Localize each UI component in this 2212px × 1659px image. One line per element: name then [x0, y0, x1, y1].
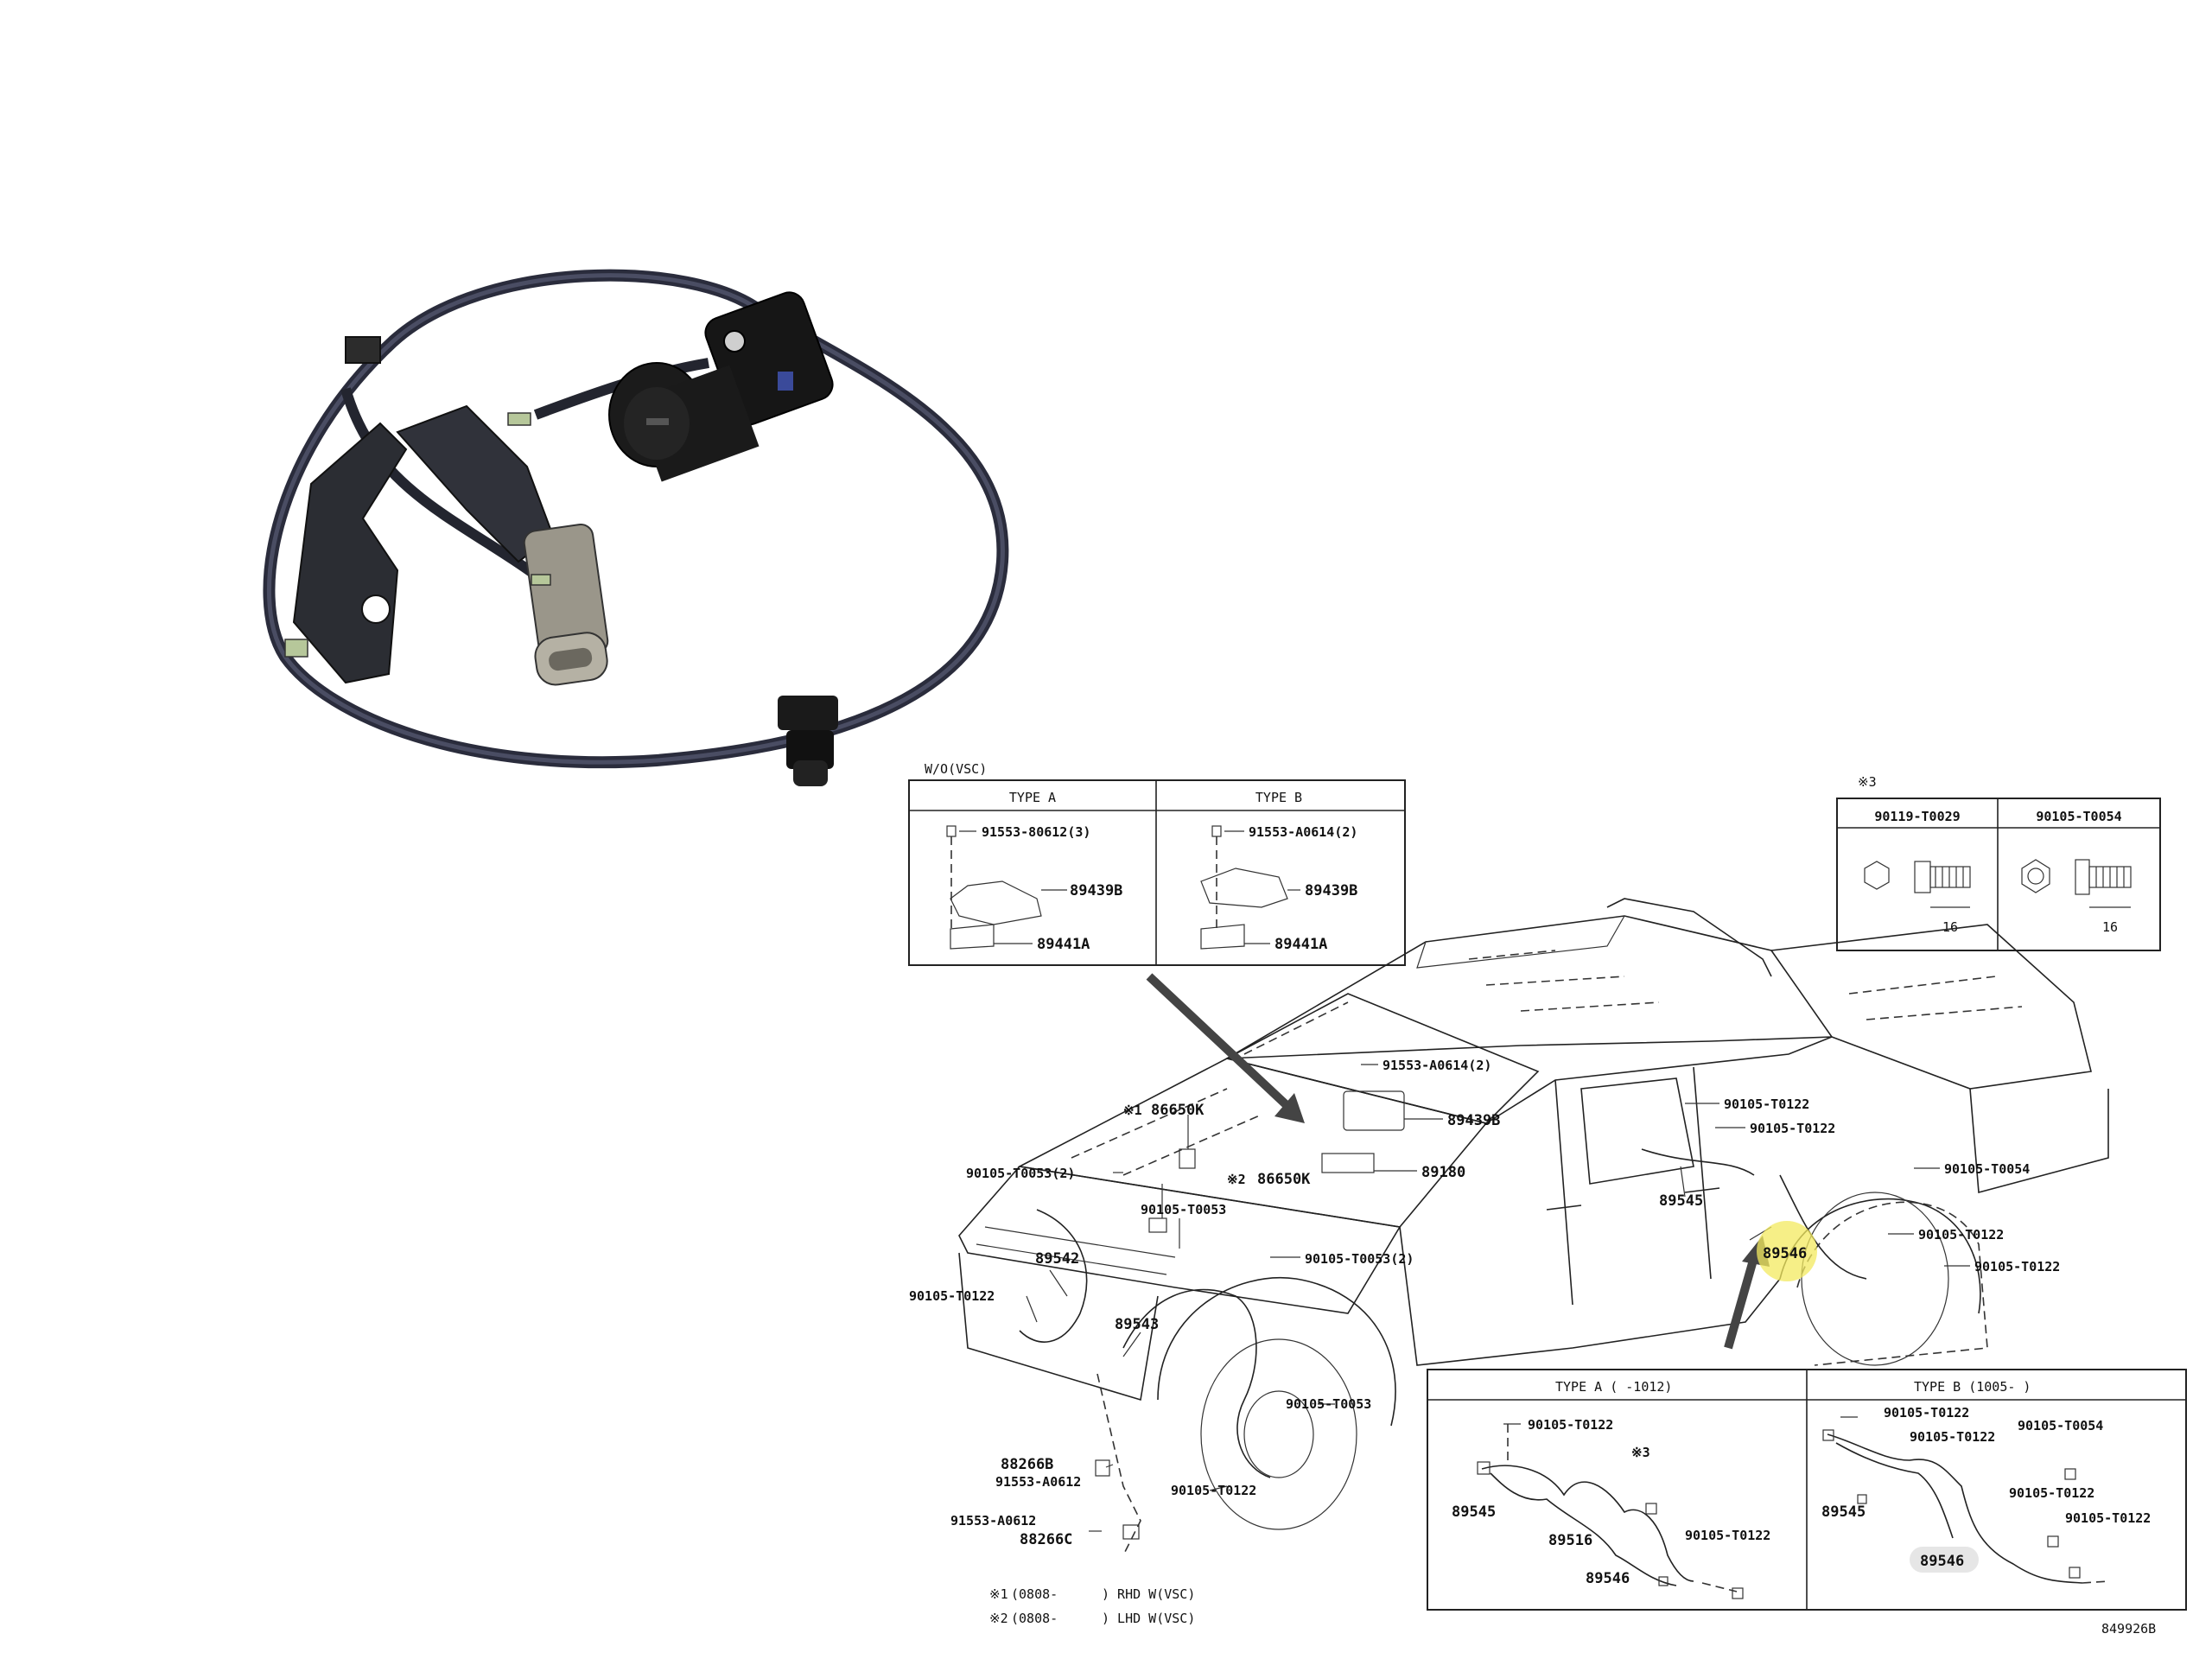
- callout-90105-t0054: 90105-T0054: [1944, 1161, 2030, 1177]
- callout-90105-t0122-left: 90105-T0122: [909, 1288, 995, 1304]
- vsc-type-b-bolt: 91553-A0614(2): [1249, 824, 1357, 840]
- rear-type-b-drawing: [1822, 1416, 2109, 1584]
- rear-a-90105-t0122-a: 90105-T0122: [1528, 1417, 1613, 1433]
- callout-leaders: [1026, 1064, 1970, 1532]
- grommet-clip: [778, 696, 838, 786]
- callout-89439b: 89439B: [1447, 1112, 1500, 1129]
- callout-89546: 89546: [1763, 1245, 1807, 1262]
- rear-b-90105-t0122-d: 90105-T0122: [2065, 1510, 2151, 1526]
- rear-b-90105-t0054: 90105-T0054: [2018, 1418, 2103, 1433]
- fastener-col1-dim: 16: [1942, 919, 1958, 935]
- vsc-type-a-header: TYPE A: [1009, 790, 1056, 805]
- fastener-col1-part: 90119-T0029: [1874, 809, 1960, 824]
- rear-a-89546: 89546: [1586, 1570, 1630, 1587]
- callout-91553-a0612-b: 91553-A0612: [950, 1513, 1036, 1529]
- callout-90105-t0122-r4: 90105-T0122: [1974, 1259, 2060, 1274]
- callout-86650k-2: 86650K: [1257, 1171, 1311, 1188]
- vehicle-outline: [958, 898, 2109, 1556]
- callout-86650k-1-mark: ※1: [1123, 1103, 1142, 1118]
- callout-90105-t0122-r3: 90105-T0122: [1918, 1227, 2004, 1243]
- note2-mark: ※2: [989, 1611, 1008, 1626]
- callout-91553-a0612-a: 91553-A0612: [995, 1474, 1081, 1490]
- callout-88266b: 88266B: [1001, 1456, 1053, 1473]
- rear-type-a-drawing: [1477, 1423, 1744, 1599]
- callout-90105-t0122-r1: 90105-T0122: [1724, 1096, 1809, 1112]
- rear-b-90105-t0122-c: 90105-T0122: [2009, 1485, 2094, 1501]
- rear-b-89545: 89545: [1821, 1503, 1866, 1521]
- vsc-type-b-clamp: 89441A: [1274, 936, 1327, 953]
- vsc-type-a-bolt: 91553-80612(3): [982, 824, 1090, 840]
- fastener-table-marker: ※3: [1858, 774, 1877, 790]
- callout-86650k-2-mark: ※2: [1227, 1172, 1246, 1187]
- callout-90105-t0053-2-right: 90105-T0053(2): [1305, 1251, 1414, 1267]
- footnotes: ※1 (0808- ) RHD W(VSC) ※2 (0808- ) LHD W…: [989, 1586, 1195, 1626]
- vsc-type-b-bracket: 89439B: [1305, 882, 1357, 899]
- callout-90105-t0053-low: 90105-T0053: [1286, 1396, 1371, 1412]
- vsc-type-a-drawing: [946, 825, 1067, 950]
- callout-89180: 89180: [1421, 1164, 1465, 1181]
- vsc-type-b-header: TYPE B: [1255, 790, 1302, 805]
- callouts: 91553-A0614(2) 89439B 89180 ※1 86650K ※2…: [909, 1058, 2060, 1548]
- rear-a-89545: 89545: [1452, 1503, 1496, 1521]
- fastener-table: ※3 90119-T0029 90105-T0054 16 16: [1836, 774, 2161, 951]
- note2-text: ) LHD W(VSC): [1102, 1611, 1195, 1626]
- callout-86650k-1: 86650K: [1151, 1102, 1205, 1119]
- fastener-col2-part: 90105-T0054: [2036, 809, 2121, 824]
- flange-bolt-icon: [2021, 859, 2132, 908]
- vsc-note: W/O(VSC): [925, 761, 987, 777]
- figure-id: 849926B: [2101, 1621, 2156, 1637]
- rear-a-marker: ※3: [1631, 1445, 1650, 1460]
- rear-a-89516: 89516: [1548, 1532, 1592, 1549]
- vsc-type-b-drawing: [1200, 825, 1300, 950]
- note1-mark: ※1: [989, 1586, 1008, 1602]
- callout-89543: 89543: [1115, 1316, 1159, 1333]
- rear-b-90105-t0122-b: 90105-T0122: [1910, 1429, 1995, 1445]
- callout-89542: 89542: [1035, 1250, 1079, 1268]
- rear-b-89546: 89546: [1920, 1553, 1964, 1570]
- rear-type-box: TYPE A ( -1012) TYPE B (1005- ) 90105-T0…: [1427, 1369, 2187, 1611]
- callout-91553-a0614-2: 91553-A0614(2): [1382, 1058, 1491, 1073]
- callout-88266c: 88266C: [1020, 1531, 1072, 1548]
- note1-text: ) RHD W(VSC): [1102, 1586, 1195, 1602]
- connector-plug: [523, 523, 609, 686]
- note1-date: (0808-: [1011, 1586, 1058, 1602]
- vsc-type-a-clamp: 89441A: [1037, 936, 1090, 953]
- vsc-type-table: W/O(VSC) TYPE A TYPE B 91553-80612(3) 89…: [908, 761, 1406, 966]
- note2-date: (0808-: [1011, 1611, 1058, 1626]
- highlight-89546: [1757, 1221, 1817, 1281]
- callout-90105-t0122-low: 90105-T0122: [1171, 1483, 1256, 1498]
- rear-type-b-header: TYPE B (1005- ): [1914, 1379, 2031, 1395]
- hex-bolt-icon: [1864, 861, 1971, 908]
- sensor-photo: [263, 269, 1009, 786]
- rear-a-90105-t0122-b: 90105-T0122: [1685, 1528, 1770, 1543]
- rear-b-90105-t0122-a: 90105-T0122: [1884, 1405, 1969, 1421]
- fastener-col2-dim: 16: [2102, 919, 2118, 935]
- vsc-type-a-bracket: 89439B: [1070, 882, 1122, 899]
- callout-90105-t0053-mid: 90105-T0053: [1141, 1202, 1226, 1217]
- rear-b-89546-badge: [1910, 1547, 1979, 1573]
- rear-type-a-header: TYPE A ( -1012): [1555, 1379, 1672, 1395]
- callout-90105-t0122-r2: 90105-T0122: [1750, 1121, 1835, 1136]
- callout-89545: 89545: [1659, 1192, 1703, 1210]
- callout-90105-t0053-2-left: 90105-T0053(2): [966, 1166, 1075, 1181]
- sensor-head: [608, 291, 834, 482]
